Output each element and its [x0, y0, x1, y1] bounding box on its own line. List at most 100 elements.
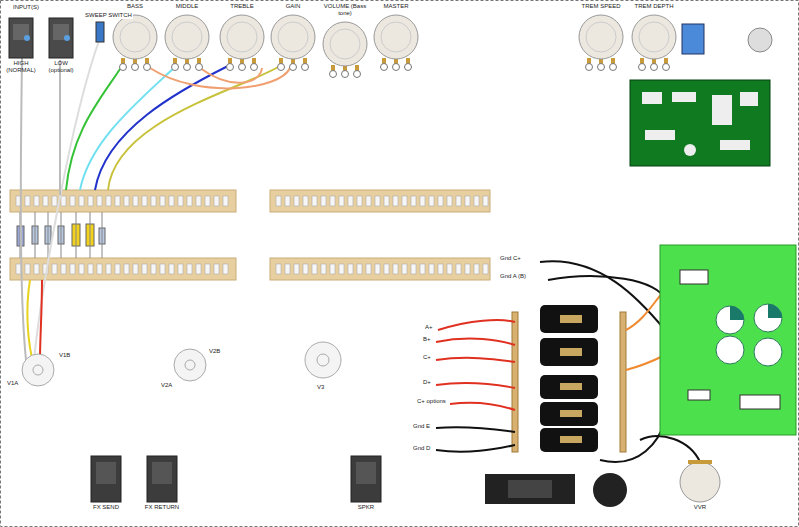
turret — [115, 196, 120, 206]
turret — [312, 264, 317, 274]
turret — [61, 264, 66, 274]
part-label: SPKR — [358, 504, 374, 511]
turret — [474, 196, 479, 206]
turret — [330, 196, 335, 206]
turret — [196, 264, 201, 274]
callout-label: B+ — [422, 336, 432, 343]
turret — [106, 196, 111, 206]
callout-label: V1A — [6, 380, 19, 387]
pot-body — [318, 17, 372, 79]
turret — [438, 196, 443, 206]
turret — [196, 196, 201, 206]
turret — [348, 196, 353, 206]
turret — [79, 196, 84, 206]
turret — [357, 264, 362, 274]
callout-label: INPUT(S) — [12, 4, 40, 11]
jack-body — [4, 16, 38, 60]
wire — [21, 38, 290, 360]
turret — [393, 264, 398, 274]
turret — [465, 196, 470, 206]
turret — [276, 264, 281, 274]
turret — [429, 196, 434, 206]
callout-label: V2B — [208, 348, 221, 355]
turret — [483, 264, 488, 274]
turret — [205, 264, 210, 274]
turret — [16, 264, 21, 274]
iec-inlet — [485, 474, 575, 504]
turret — [321, 196, 326, 206]
part-label: MIDDLE — [176, 3, 199, 10]
turret — [214, 264, 219, 274]
potentiometer: TREM SPEED — [574, 3, 628, 72]
part-label: TREM SPEED — [581, 3, 620, 10]
turret — [115, 264, 120, 274]
turret — [169, 264, 174, 274]
turret — [34, 264, 39, 274]
jack-body — [42, 16, 80, 60]
turret — [474, 264, 479, 274]
turret — [294, 196, 299, 206]
turret — [178, 196, 183, 206]
potentiometer: GAIN — [268, 3, 318, 72]
turret — [34, 196, 39, 206]
turret — [70, 264, 75, 274]
turret — [124, 264, 129, 274]
callout-label: V3 — [316, 384, 325, 391]
terminal-block — [682, 24, 704, 54]
callout-label: V1B — [58, 352, 71, 359]
callout-label: Gnd E — [412, 423, 431, 430]
turret — [88, 264, 93, 274]
callout-label: Gnd A (B) — [499, 273, 527, 280]
turret — [79, 264, 84, 274]
turret — [276, 196, 281, 206]
turret — [375, 196, 380, 206]
part-label: HIGH (NORMAL) — [4, 60, 38, 74]
pot-body — [110, 10, 160, 72]
turret — [483, 196, 488, 206]
turret — [97, 264, 102, 274]
jack-socket: LOW (optional) — [42, 16, 80, 74]
turret — [285, 264, 290, 274]
turret — [187, 196, 192, 206]
turret — [375, 264, 380, 274]
pot-body — [627, 10, 681, 72]
turret-board — [10, 190, 490, 280]
turret — [339, 264, 344, 274]
turret — [151, 196, 156, 206]
callout-label: A+ — [424, 324, 434, 331]
jack-socket: SPKR — [346, 454, 386, 511]
turret — [169, 196, 174, 206]
potentiometer: VOLUME (Bass tone) — [318, 3, 372, 79]
jack-socket: HIGH (NORMAL) — [4, 16, 38, 74]
pcb — [660, 245, 796, 435]
jack-socket: FX SEND — [86, 454, 126, 511]
turret — [357, 196, 362, 206]
callout-label: Gnd C+ — [499, 255, 522, 262]
jack-body — [676, 460, 724, 504]
turret — [384, 264, 389, 274]
turret — [330, 264, 335, 274]
part-label: TREM DEPTH — [635, 3, 674, 10]
turret — [393, 196, 398, 206]
turret — [160, 196, 165, 206]
turret — [366, 264, 371, 274]
turret — [366, 196, 371, 206]
turret — [124, 196, 129, 206]
part-label: VOLUME (Bass tone) — [318, 3, 372, 17]
turret — [25, 264, 30, 274]
jack-body — [140, 454, 184, 504]
turret — [303, 196, 308, 206]
turret — [142, 196, 147, 206]
turret — [133, 196, 138, 206]
turret — [339, 196, 344, 206]
jack-socket: FX RETURN — [140, 454, 184, 511]
callout-label: D+ — [422, 379, 432, 386]
part-label: LOW (optional) — [42, 60, 80, 74]
potentiometer: MIDDLE — [162, 3, 212, 72]
turret — [303, 264, 308, 274]
callout-label: Gnd D — [412, 445, 431, 452]
callout-label: C+ options — [416, 398, 447, 405]
